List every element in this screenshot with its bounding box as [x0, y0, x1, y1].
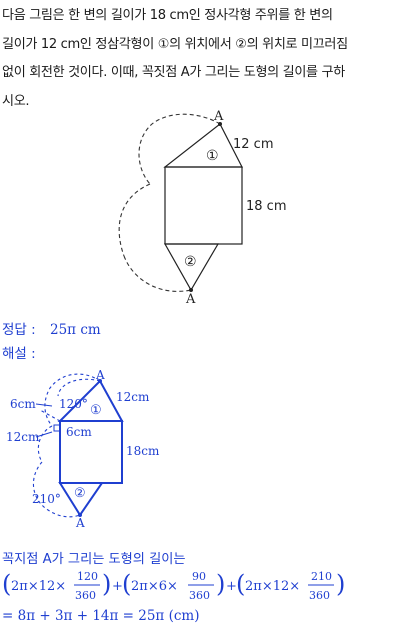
- sol-angle-210: 210°: [32, 492, 61, 506]
- term-3-num: 210: [311, 570, 332, 583]
- term-2-den: 360: [189, 589, 210, 602]
- problem-line-2: 길이가 12 cm인 정삼각형이 ①의 위치에서 ②의 위치로 미끄러짐: [2, 36, 348, 52]
- sol-pointer-6cm: [35, 403, 53, 407]
- problem-text: 다음 그림은 한 변의 길이가 18 cm인 정사각형 주위를 한 변의 길이가…: [2, 2, 396, 116]
- arc-2: [118, 183, 151, 257]
- term-3-pre: 2π×12×: [245, 579, 300, 594]
- vertex-dot-bottom: [189, 288, 193, 292]
- sol-arc-2: [37, 425, 53, 463]
- arc-1: [138, 113, 221, 185]
- answer-label: 정답 :: [2, 322, 36, 338]
- label-18cm: 18 cm: [246, 199, 287, 214]
- marker-1: ①: [206, 148, 219, 164]
- paren-close-3: ): [336, 570, 345, 598]
- plus-2: +: [226, 579, 237, 594]
- sol-arc-3: [32, 461, 81, 518]
- arc-3: [123, 255, 192, 292]
- paren-close-2: ): [216, 570, 225, 598]
- solution-square: [59, 420, 123, 484]
- formula: ( 2π×12× 120 360 ) + ( 2π×6× 90 360 ) + …: [2, 570, 345, 602]
- triangle-2: [163, 243, 220, 292]
- sol-arc-120: [57, 378, 101, 397]
- vertex-a-bottom: A: [185, 292, 196, 307]
- result-line: = 8π + 3π + 14π = 25π (cm): [2, 608, 200, 624]
- answer-value: 25π cm: [49, 322, 101, 338]
- sol-marker-2: ②: [74, 486, 86, 501]
- sol-vertex-bottom: [78, 513, 82, 517]
- term-3-den: 360: [309, 589, 330, 602]
- term-1-num: 120: [77, 570, 98, 583]
- sol-label-12cm-left: 12cm: [6, 430, 40, 444]
- sol-label-6cm-outer: 6cm: [10, 397, 36, 411]
- sol-radius-1: [59, 380, 101, 422]
- term-2-num: 90: [192, 570, 206, 583]
- sol-marker-1: ①: [90, 403, 102, 418]
- solution-triangle-1: [57, 379, 124, 422]
- vertex-dot-top: [218, 122, 222, 126]
- term-1-den: 360: [75, 589, 96, 602]
- solution-label: 해설 :: [2, 346, 36, 362]
- sol-arc-1: [44, 373, 101, 427]
- problem-line-1: 다음 그림은 한 변의 길이가 18 cm인 정사각형 주위를 한 변의: [2, 8, 333, 23]
- label-12cm: 12 cm: [233, 137, 274, 152]
- answer-row: 정답 : 25π cm: [2, 318, 101, 338]
- solution-triangle-2: [58, 482, 104, 517]
- sol-vertex-a-top: A: [95, 368, 105, 382]
- triangle-1: [163, 123, 243, 168]
- sol-pointer-12cm: [35, 431, 53, 438]
- right-angle-mark: [53, 424, 61, 432]
- square: [164, 166, 243, 245]
- paren-open-3: (: [236, 570, 245, 598]
- problem-line-3: 없이 회전한 것이다. 이때, 꼭짓점 A가 그리는 도형의 길이를 구하: [2, 65, 345, 80]
- problem-line-4: 시오.: [2, 93, 30, 109]
- paren-open-2: (: [122, 570, 131, 598]
- sol-vertex-a-bottom: A: [75, 516, 85, 530]
- term-2-pre: 2π×6×: [131, 579, 178, 594]
- sol-label-12cm-tri: 12cm: [116, 390, 150, 404]
- paren-open-1: (: [2, 570, 11, 598]
- formula-label: 꼭지점 A가 그리는 도형의 길이는: [2, 552, 186, 567]
- marker-2: ②: [184, 254, 197, 270]
- sol-angle-120: 120°: [59, 397, 88, 411]
- sol-radius-2: [39, 409, 61, 422]
- plus-1: +: [112, 579, 123, 594]
- sol-vertex-top: [98, 379, 102, 383]
- sol-label-6cm-inner: 6cm: [66, 425, 92, 439]
- paren-close-1: ): [102, 570, 111, 598]
- term-1-pre: 2π×12×: [11, 579, 66, 594]
- sol-label-18cm: 18cm: [126, 444, 160, 458]
